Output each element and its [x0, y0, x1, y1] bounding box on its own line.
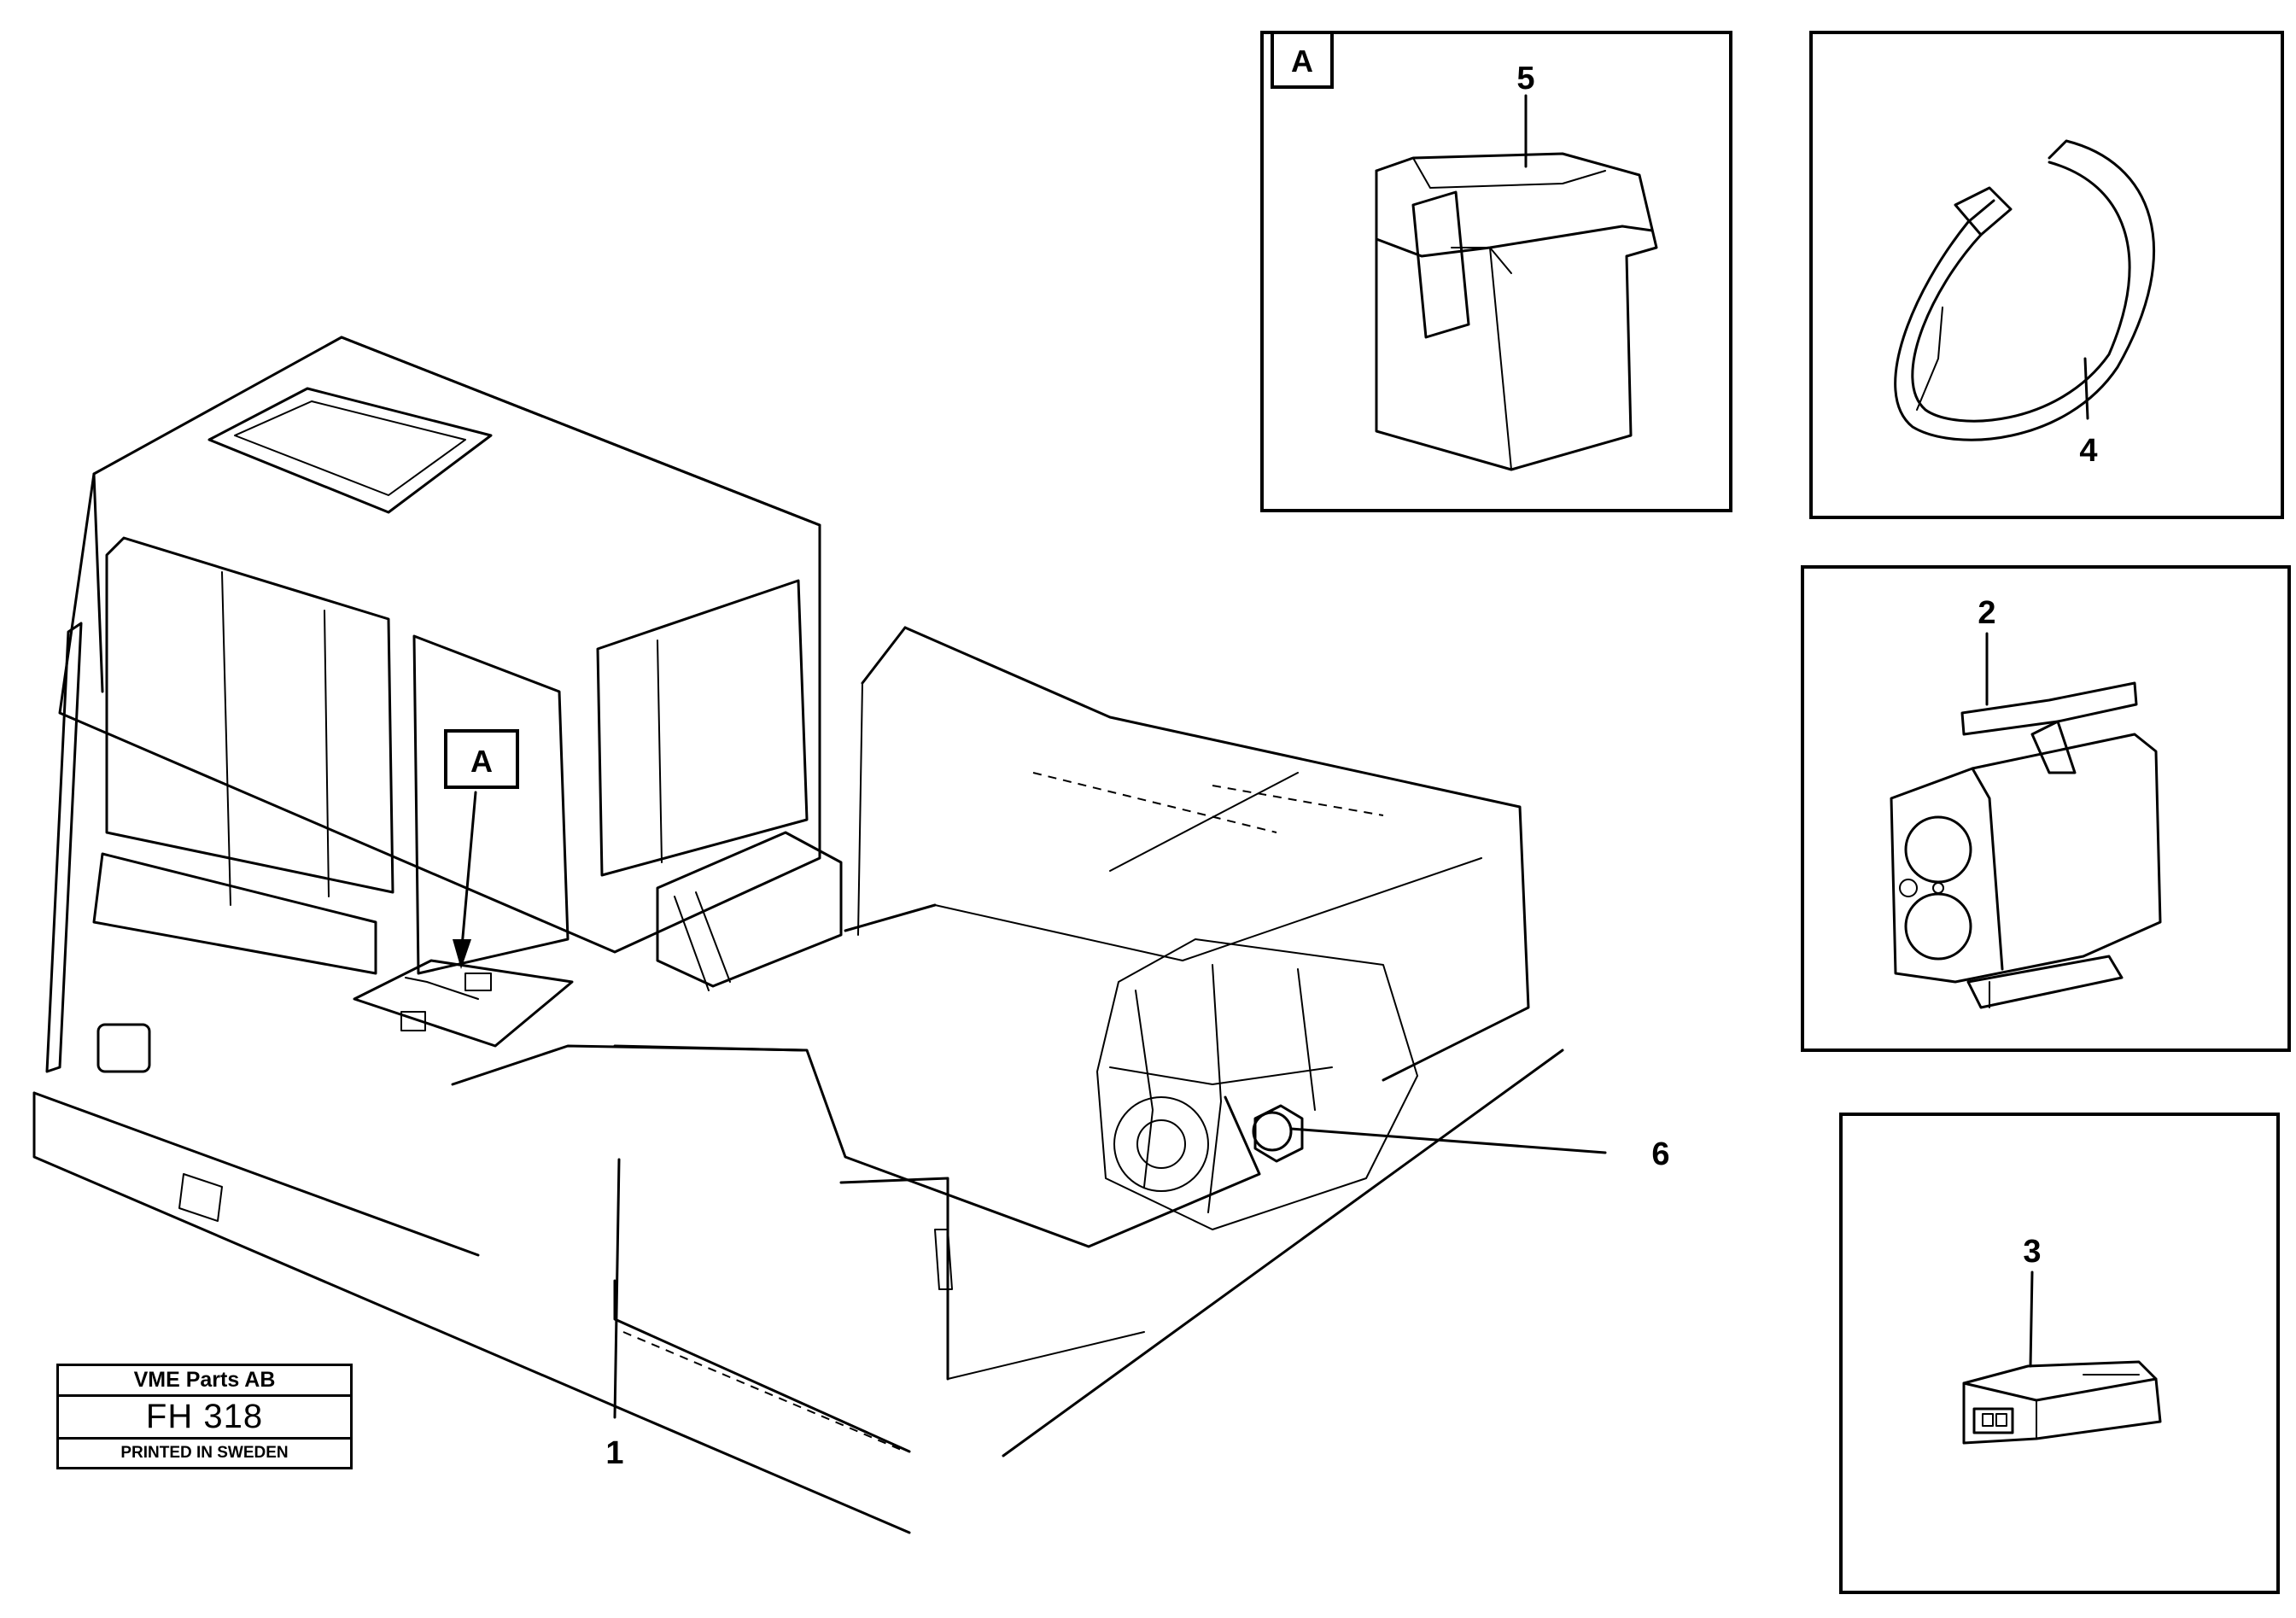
battery-icon — [1375, 152, 1658, 471]
title-block: VME Parts AB FH 318 PRINTED IN SWEDEN — [56, 1364, 353, 1469]
callout-4: 4 — [2079, 433, 2097, 469]
callout-1: 1 — [605, 1435, 623, 1471]
company-name: VME Parts AB — [59, 1366, 350, 1397]
leader-line-6 — [1289, 1127, 1607, 1154]
detail-panel-relay: 2 — [1801, 565, 2291, 1052]
callout-5: 5 — [1516, 61, 1534, 96]
connector-icon — [1962, 1360, 2162, 1445]
detail-a-marker-letter: A — [470, 744, 493, 779]
printed-note: PRINTED IN SWEDEN — [120, 1444, 289, 1462]
detail-panel-connector: 3 — [1839, 1113, 2280, 1594]
detail-panel-cable-tie: 4 — [1809, 31, 2284, 519]
callout-6: 6 — [1651, 1136, 1669, 1172]
detail-panel-battery: A 5 — [1260, 31, 1732, 512]
machine-illustration: A — [32, 336, 1564, 1534]
callout-2: 2 — [1978, 595, 1995, 631]
callout-3: 3 — [2023, 1234, 2041, 1270]
leader-line-1 — [613, 1158, 621, 1419]
detail-a-label: A — [1291, 44, 1313, 79]
relay-icon — [1890, 681, 2162, 1009]
cable-tie-icon — [1894, 139, 2155, 441]
diagram-code: FH 318 — [59, 1397, 350, 1440]
